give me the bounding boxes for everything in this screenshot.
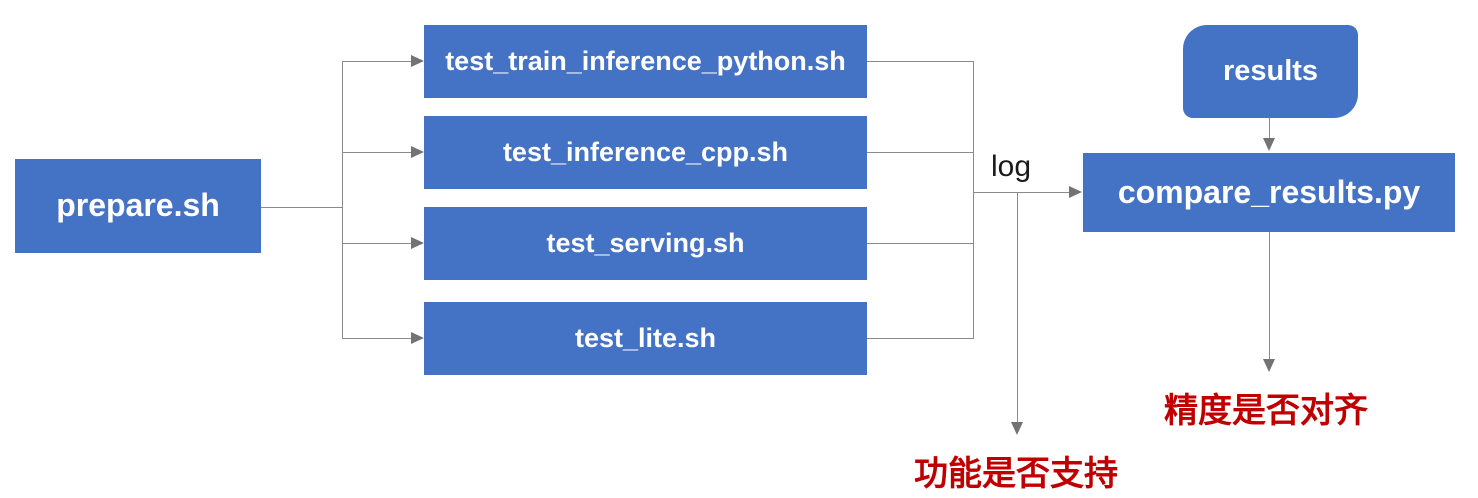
test-node-serving: test_serving.sh — [424, 207, 867, 280]
collector-line-4 — [867, 338, 974, 339]
results-arrow-line — [1269, 118, 1270, 139]
collector-line-2 — [867, 152, 974, 153]
branch-line-3 — [342, 243, 411, 244]
connector-prepare-to-branch — [261, 207, 343, 208]
prepare-node-label: prepare.sh — [56, 187, 220, 224]
test-node-label: test_train_inference_python.sh — [445, 45, 846, 76]
collector-line-1 — [867, 61, 974, 62]
branch-vertical-line — [342, 61, 343, 338]
log-label: log — [991, 150, 1032, 183]
annotation-precision-alignment: 精度是否对齐 — [1164, 392, 1368, 430]
test-node-train-inference-python: test_train_inference_python.sh — [424, 25, 867, 98]
results-node-label: results — [1222, 54, 1319, 87]
function-support-arrow-line — [1017, 192, 1018, 423]
compare-results-node-label: compare_results.py — [1117, 173, 1421, 210]
arrowhead-right-icon — [411, 237, 424, 249]
precision-arrow-line — [1269, 232, 1270, 360]
results-node: results — [1183, 25, 1358, 118]
test-node-label: test_inference_cpp.sh — [502, 136, 789, 167]
arrowhead-right-icon — [1069, 186, 1082, 198]
arrowhead-right-icon — [411, 55, 424, 67]
arrowhead-right-icon — [411, 146, 424, 158]
branch-line-4 — [342, 338, 411, 339]
branch-line-2 — [342, 152, 411, 153]
prepare-node: prepare.sh — [15, 159, 261, 253]
test-node-inference-cpp: test_inference_cpp.sh — [424, 116, 867, 189]
test-node-label: test_serving.sh — [546, 227, 745, 258]
annotation-function-support: 功能是否支持 — [914, 455, 1118, 493]
compare-results-node: compare_results.py — [1083, 153, 1455, 232]
collector-vertical-line — [973, 61, 974, 338]
test-node-label: test_lite.sh — [574, 322, 717, 353]
arrowhead-down-icon — [1263, 359, 1275, 372]
test-node-lite: test_lite.sh — [424, 302, 867, 375]
branch-line-1 — [342, 61, 411, 62]
arrowhead-down-icon — [1011, 422, 1023, 435]
arrowhead-right-icon — [411, 332, 424, 344]
arrowhead-down-icon — [1263, 138, 1275, 151]
log-arrow-line — [973, 192, 1070, 193]
collector-line-3 — [867, 243, 974, 244]
